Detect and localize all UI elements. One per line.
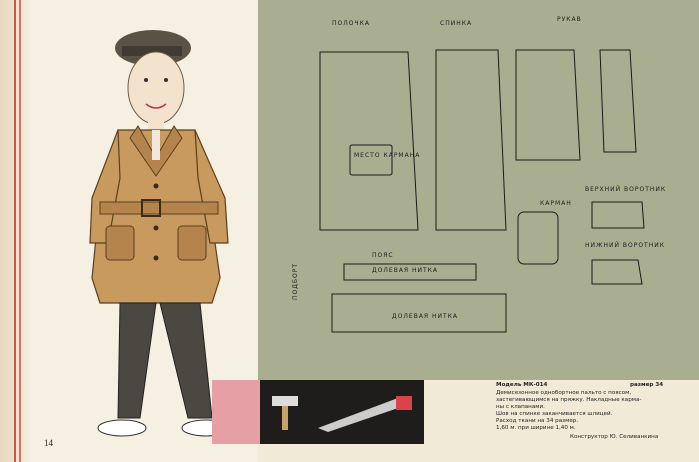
page-number: 14 bbox=[44, 438, 53, 448]
verhniy-vorotnik-label: ВЕРХНИЙ ВОРОТНИК bbox=[585, 186, 667, 193]
spinka-label: СПИНКА bbox=[440, 20, 473, 27]
caption-line: 1,60 м. при ширине 1,40 м. bbox=[496, 425, 576, 431]
mesto-karmana-label: МЕСТО КАРМАНА bbox=[354, 152, 421, 159]
spinka-piece bbox=[435, 49, 507, 231]
caption-line: Демисезонное однобортное пальто с поясом… bbox=[496, 390, 632, 396]
podbort-grain-label: ДОЛЕВАЯ НИТКА bbox=[392, 313, 459, 320]
poyas-grain-label: ДОЛЕВАЯ НИТКА bbox=[372, 267, 439, 274]
verhniy-vorotnik-piece bbox=[591, 201, 645, 229]
polochka-piece bbox=[319, 51, 419, 231]
page-edge-line bbox=[14, 0, 16, 462]
tools-icon bbox=[272, 396, 412, 432]
podbort-piece bbox=[331, 293, 507, 333]
caption-line: Расход ткани на 34 размер. bbox=[496, 418, 579, 424]
pattern-drawings bbox=[319, 49, 645, 333]
nizhniy-vorotnik-label: НИЖНИЙ ВОРОТНИК bbox=[585, 242, 665, 249]
saw-icon bbox=[318, 398, 410, 432]
poyas-label: ПОЯС bbox=[372, 252, 394, 259]
hammer-icon bbox=[272, 396, 298, 406]
nizhniy-vorotnik-piece bbox=[591, 259, 643, 285]
caption-line: застегивающимся на пряжку. Накладные кар… bbox=[496, 397, 642, 403]
coat-thumbnail-icon bbox=[212, 380, 260, 444]
caption-line: ны с клапанами. bbox=[496, 404, 545, 410]
rukav-label: РУКАВ bbox=[557, 16, 582, 23]
podbort-label: ПОДБОРТ bbox=[292, 262, 299, 300]
caption-line: Шов на спинке заканчивается шлицей. bbox=[496, 411, 613, 417]
poyas-piece bbox=[343, 263, 477, 281]
boy-illustration bbox=[89, 30, 231, 437]
karman-label: КАРМАН bbox=[540, 200, 572, 207]
rukav-piece bbox=[515, 49, 637, 161]
polochka-label: ПОЛОЧКА bbox=[332, 20, 370, 27]
model-title: Модель МК-014 bbox=[496, 382, 548, 388]
karman-piece bbox=[517, 211, 559, 265]
constructor-credit: Конструктор Ю. Селиванкина bbox=[570, 434, 659, 440]
size-label: размер 34 bbox=[630, 382, 664, 388]
page-edge-line bbox=[19, 0, 21, 462]
